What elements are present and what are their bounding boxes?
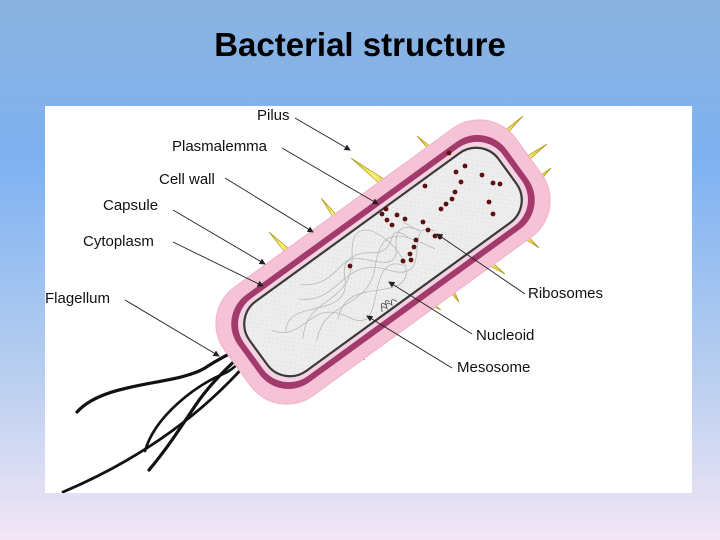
label-capsule: Capsule bbox=[103, 197, 158, 214]
nucleoid bbox=[271, 221, 436, 342]
bacterium-cell bbox=[215, 119, 551, 405]
label-pilus: Pilus bbox=[257, 107, 290, 124]
slide-title: Bacterial structure bbox=[214, 26, 506, 63]
label-plasmalemma: Plasmalemma bbox=[172, 138, 268, 155]
mesosome bbox=[380, 299, 398, 313]
label-mesosome: Mesosome bbox=[457, 359, 530, 376]
label-ribosomes: Ribosomes bbox=[528, 285, 603, 302]
label-flagellum: Flagellum bbox=[45, 290, 110, 307]
bacterium-diagram: Pilus Plasmalemma Cell wall Capsule Cyto… bbox=[45, 107, 603, 493]
diagram-labels: Pilus Plasmalemma Cell wall Capsule Cyto… bbox=[45, 107, 603, 376]
leader-lines bbox=[124, 117, 526, 369]
label-cell-wall: Cell wall bbox=[159, 171, 215, 188]
ribosomes bbox=[347, 150, 503, 269]
label-cytoplasm: Cytoplasm bbox=[83, 233, 154, 250]
label-nucleoid: Nucleoid bbox=[476, 327, 534, 344]
diagram-panel: Pilus Plasmalemma Cell wall Capsule Cyto… bbox=[45, 106, 692, 493]
